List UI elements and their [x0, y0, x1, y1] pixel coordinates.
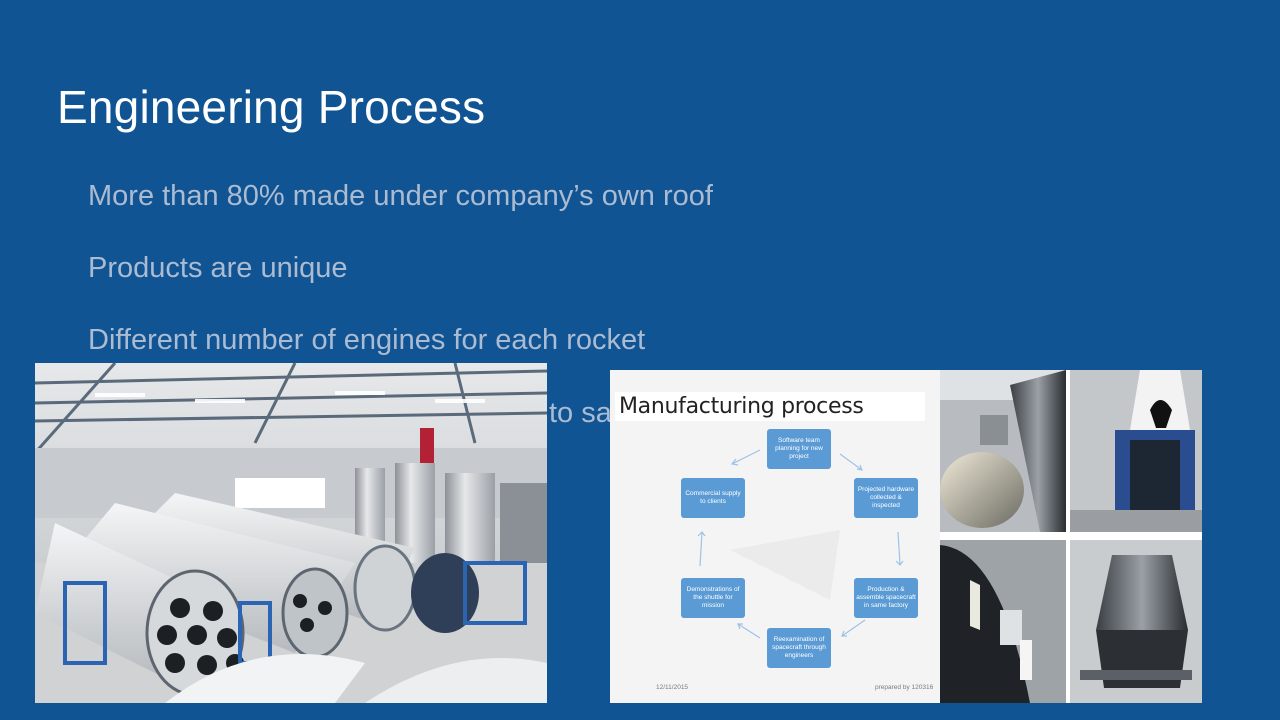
slide-title: Engineering Process [57, 81, 486, 133]
rocket-factory-photo [35, 363, 547, 703]
step-demonstrations: Demonstrations of the shuttle for missio… [681, 578, 745, 618]
step-commercial-supply: Commercial supply to clients [681, 478, 745, 518]
bullet-4-partial: to sa [549, 397, 612, 429]
step-reexamination: Reexamination of spacecraft through engi… [767, 628, 831, 668]
bullet-1: More than 80% made under company’s own r… [88, 180, 713, 212]
manufacturing-slide-title: Manufacturing process [615, 392, 925, 421]
step-production-assembly: Production & assemble spacecraft in same… [854, 578, 918, 618]
slide-footer-author: prepared by 120316 [875, 684, 934, 691]
rocket-collage-photo [940, 370, 1202, 703]
slide-footer-date: 12/11/2015 [656, 684, 689, 691]
bullet-3: Different number of engines for each roc… [88, 324, 646, 356]
cycle-arrows [697, 449, 904, 639]
bullet-2: Products are unique [88, 252, 348, 284]
step-software-planning: Software team planning for new project [767, 429, 831, 469]
step-hardware-inspection: Projected hardware collected & inspected [854, 478, 918, 518]
manufacturing-process-slide: Manufacturing process Software team plan… [610, 370, 940, 703]
